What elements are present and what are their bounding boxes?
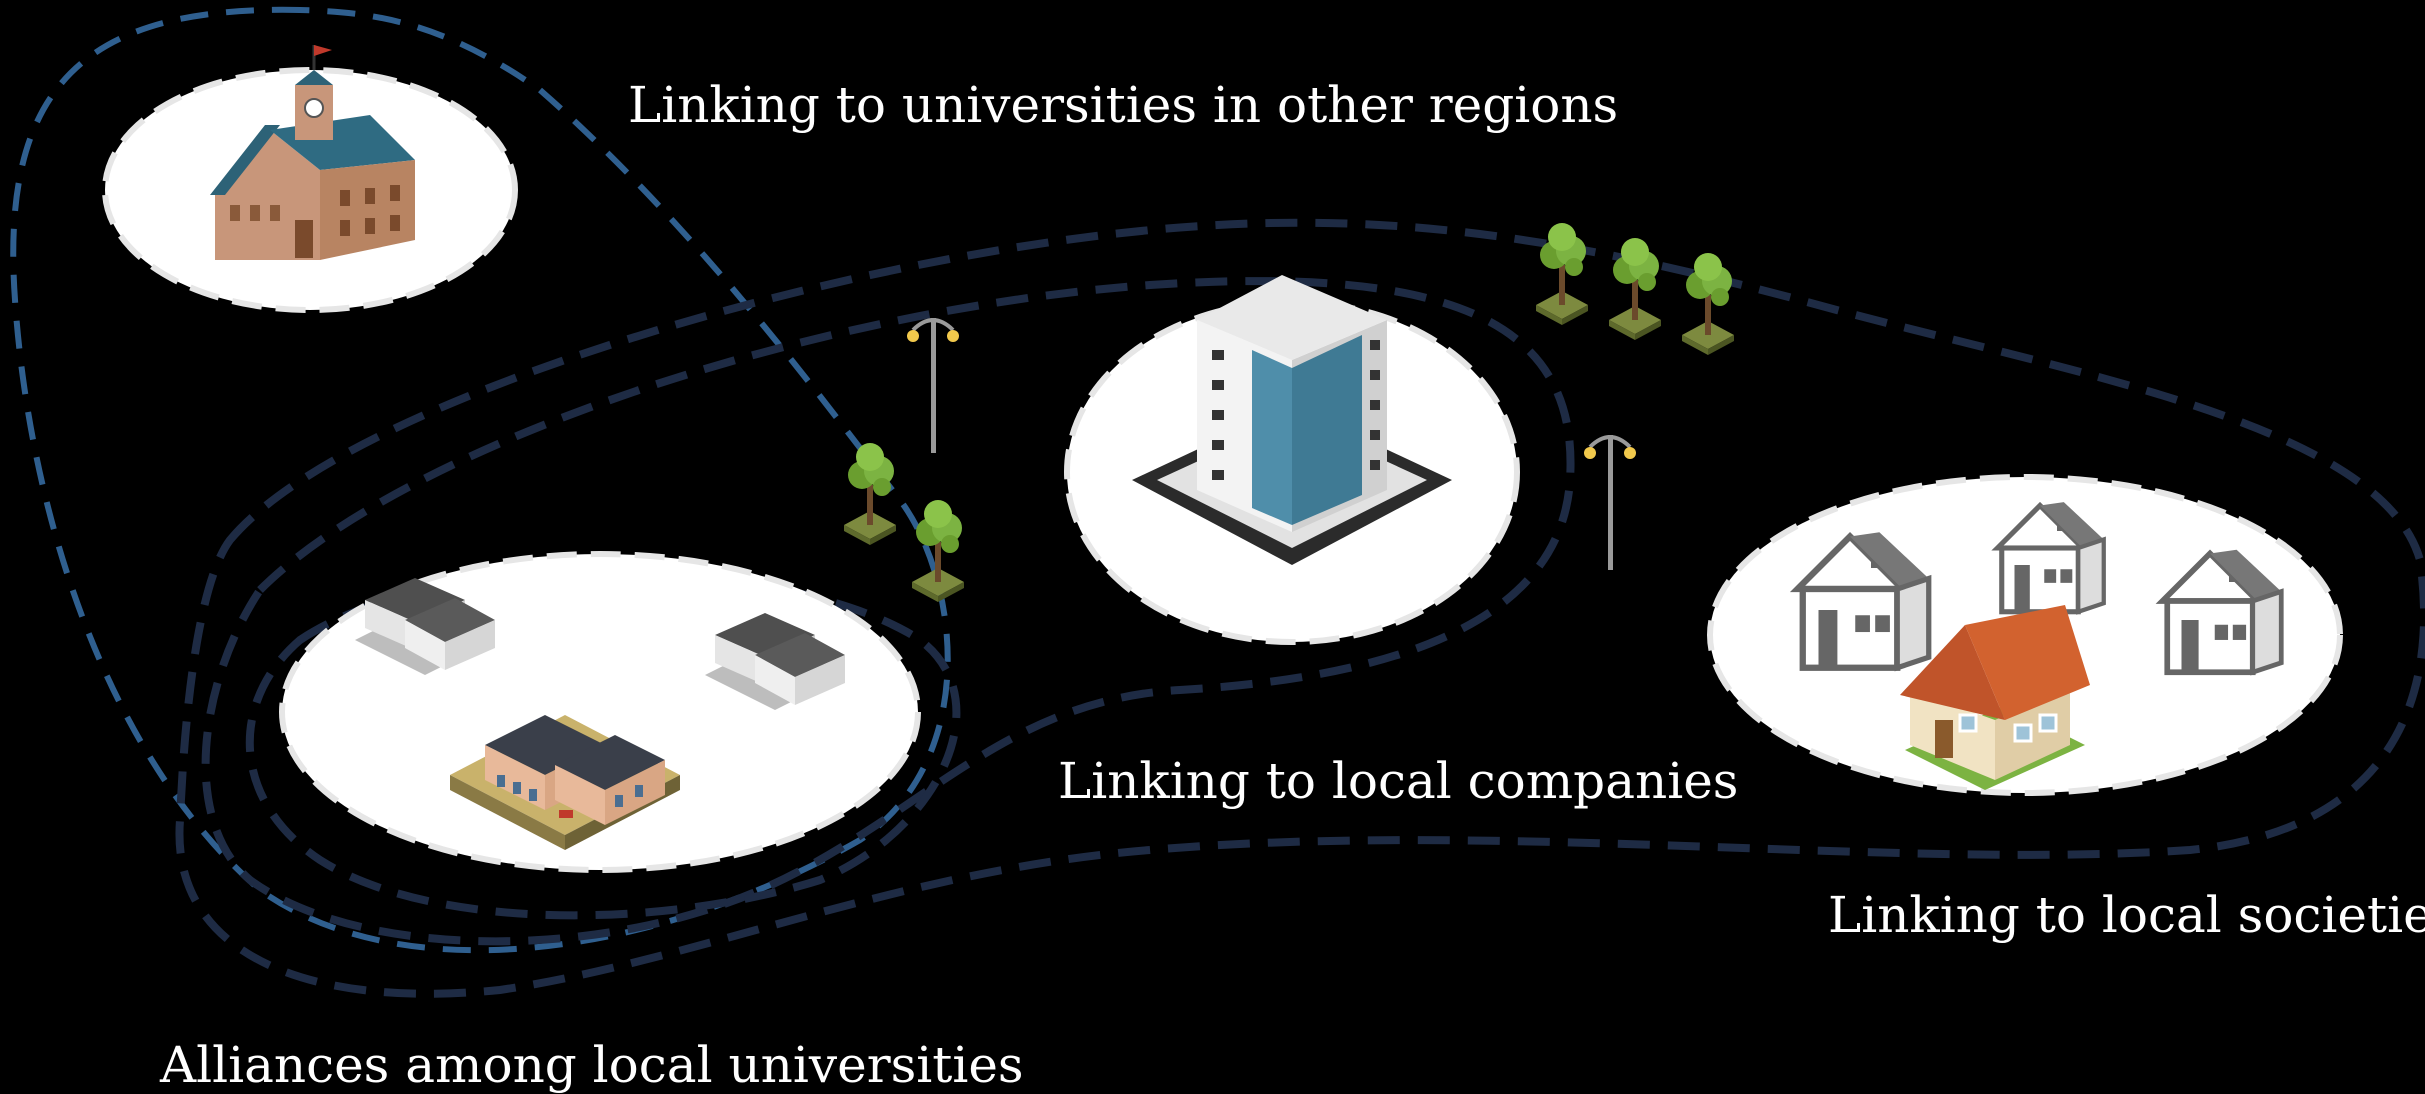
loop-local-companies [201, 277, 1575, 946]
label-local-companies: Linking to local companies [1058, 752, 1739, 810]
loop-local-alliances [245, 568, 961, 920]
campus-buildings-icon [355, 578, 845, 850]
loop-local-societies [175, 218, 2425, 998]
university-clocktower-icon [210, 45, 415, 260]
label-universities-other-regions: Linking to universities in other regions [628, 76, 1619, 134]
loop-other-regions [10, 6, 951, 954]
label-local-alliances: Alliances among local universities [160, 1036, 1024, 1094]
office-tower-icon [1132, 275, 1452, 565]
houses-icon [1798, 502, 2282, 790]
label-local-societies: Linking to local societies [1828, 886, 2425, 944]
